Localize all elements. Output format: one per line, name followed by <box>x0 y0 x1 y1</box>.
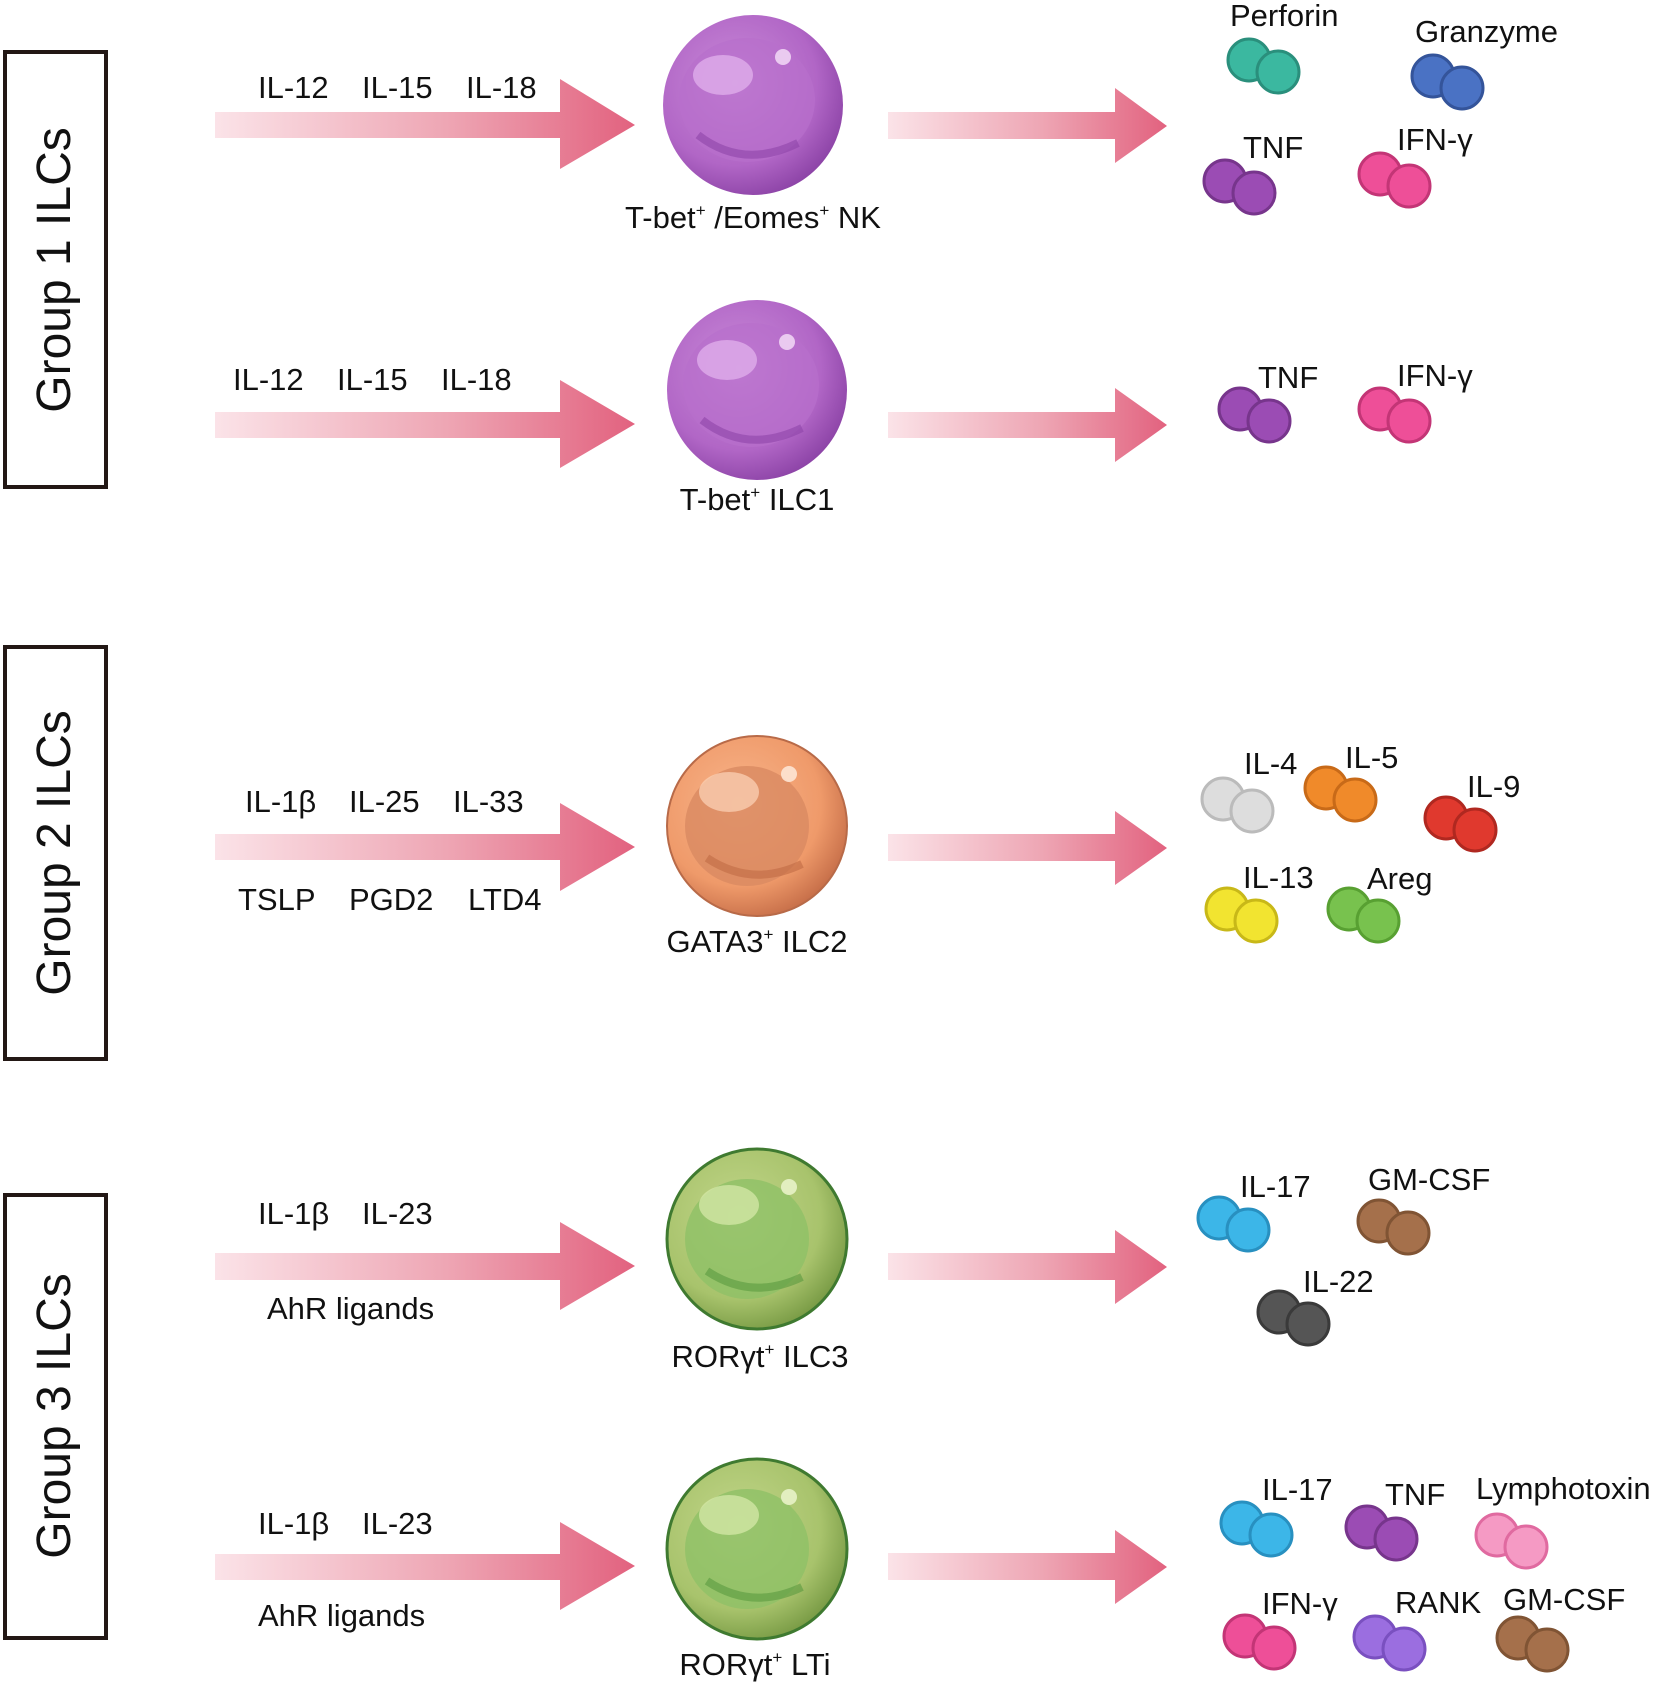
input-label: IL-23 <box>362 1196 433 1231</box>
cytokine-label: IL-9 <box>1467 769 1520 804</box>
input-label: LTD4 <box>468 882 542 917</box>
input-label: TSLP <box>238 882 316 917</box>
input-arrow <box>215 803 635 891</box>
input-label: IL-33 <box>453 784 524 819</box>
cell-label: GATA3+ ILC2 <box>666 924 847 959</box>
cytokine-label: TNF <box>1243 130 1303 165</box>
group-label-2: Group 2 ILCs <box>28 710 81 995</box>
group-label-1: Group 1 ILCs <box>28 127 81 412</box>
row-ilc1: IL-12 IL-15 IL-18 T-bet+ ILC1 TNF IFN-γ <box>215 300 1473 517</box>
cytokine-il17: IL-17 <box>1196 1169 1311 1253</box>
row-ilc2: IL-1β IL-25 IL-33 TSLP PGD2 LTD4 GATA3+ … <box>215 735 1520 959</box>
cytokine-il9: IL-9 <box>1423 769 1520 853</box>
input-label: IL-18 <box>466 70 537 105</box>
cytokine-label: IFN-γ <box>1262 1586 1338 1621</box>
input-label: PGD2 <box>349 882 433 917</box>
cytokine-il5: IL-5 <box>1303 740 1398 823</box>
cytokine-label: TNF <box>1258 360 1318 395</box>
cytokine-label: IFN-γ <box>1397 358 1473 393</box>
cell-label: T-bet+ /Eomes+ NK <box>625 200 881 235</box>
cell-label: T-bet+ ILC1 <box>680 482 835 517</box>
cytokine-label: IL-4 <box>1244 746 1297 781</box>
input-arrow <box>215 79 635 169</box>
cytokine-label: IL-22 <box>1303 1264 1374 1299</box>
input-label: AhR ligands <box>267 1291 434 1326</box>
input-arrow <box>215 1222 635 1310</box>
cytokine-label: IFN-γ <box>1397 122 1473 157</box>
cytokine-lymphotoxin: Lymphotoxin <box>1474 1471 1651 1570</box>
cytokine-il17: IL-17 <box>1219 1472 1333 1558</box>
group-box-1: Group 1 ILCs <box>3 50 108 489</box>
cytokine-rank: RANK <box>1352 1585 1481 1672</box>
cytokine-label: Lymphotoxin <box>1476 1471 1651 1506</box>
cytokine-label: IL-17 <box>1240 1169 1311 1204</box>
cytokine-granzyme: Granzyme <box>1410 14 1558 111</box>
cell-label: RORγt+ LTi <box>679 1647 830 1682</box>
cytokine-label: Perforin <box>1230 0 1339 33</box>
output-arrow <box>888 388 1167 462</box>
input-arrow <box>215 1522 635 1610</box>
cytokine-areg: Areg <box>1326 861 1432 944</box>
cytokine-gm-csf: GM-CSF <box>1356 1162 1490 1256</box>
cytokine-label: TNF <box>1385 1477 1445 1512</box>
input-label: IL-1β <box>258 1506 329 1541</box>
cytokine-label: Areg <box>1367 861 1432 896</box>
input-label: AhR ligands <box>258 1598 425 1633</box>
input-label: IL-12 <box>258 70 329 105</box>
row-nk: IL-12 IL-15 IL-18 T-bet+ /Eomes+ NK Perf… <box>215 0 1558 235</box>
input-label: IL-25 <box>349 784 420 819</box>
cytokine-label: IL-17 <box>1262 1472 1333 1507</box>
cytokine-tnf: TNF <box>1217 360 1318 444</box>
cytokine-label: GM-CSF <box>1368 1162 1490 1197</box>
group-box-3: Group 3 ILCs <box>3 1193 108 1640</box>
cytokine-perforin: Perforin <box>1226 0 1339 95</box>
cell-ilc2 <box>666 735 848 917</box>
output-arrow <box>888 1230 1167 1304</box>
input-label: IL-15 <box>362 70 433 105</box>
input-label: IL-12 <box>233 362 304 397</box>
cytokine-label: Granzyme <box>1415 14 1558 49</box>
cytokine-label: GM-CSF <box>1503 1582 1625 1617</box>
input-label: IL-23 <box>362 1506 433 1541</box>
cytokine-gm-csf: GM-CSF <box>1495 1582 1625 1673</box>
cytokine-ifn-gamma: IFN-γ <box>1357 358 1473 444</box>
cytokine-ifn-gamma: IFN-γ <box>1357 122 1473 209</box>
output-arrow <box>888 88 1167 163</box>
cytokine-label: IL-5 <box>1345 740 1398 775</box>
group-label-3: Group 3 ILCs <box>28 1273 81 1558</box>
cytokine-il4: IL-4 <box>1200 746 1297 834</box>
cell-label: RORγt+ ILC3 <box>671 1339 848 1374</box>
input-label: IL-1β <box>245 784 316 819</box>
cell-lti <box>665 1457 849 1641</box>
output-arrow <box>888 1530 1167 1604</box>
cell-nk <box>663 15 843 195</box>
cytokine-tnf: TNF <box>1344 1477 1445 1562</box>
output-arrow <box>888 811 1167 885</box>
input-label: IL-18 <box>441 362 512 397</box>
input-label: IL-1β <box>258 1196 329 1231</box>
cytokine-il22: IL-22 <box>1256 1264 1374 1347</box>
input-label: IL-15 <box>337 362 408 397</box>
row-ilc3: IL-1β IL-23 AhR ligands RORγt+ ILC3 IL-1… <box>215 1147 1490 1374</box>
input-arrow <box>215 380 635 468</box>
cytokine-ifn-gamma: IFN-γ <box>1222 1586 1338 1671</box>
cytokine-tnf: TNF <box>1202 130 1303 216</box>
cytokine-label: RANK <box>1395 1585 1481 1620</box>
row-lti: IL-1β IL-23 AhR ligands RORγt+ LTi IL-17… <box>215 1457 1651 1682</box>
cell-ilc1 <box>667 300 847 480</box>
cytokine-label: IL-13 <box>1243 860 1314 895</box>
cytokine-il13: IL-13 <box>1204 860 1314 944</box>
cell-ilc3 <box>665 1147 849 1331</box>
group-box-2: Group 2 ILCs <box>3 645 108 1061</box>
